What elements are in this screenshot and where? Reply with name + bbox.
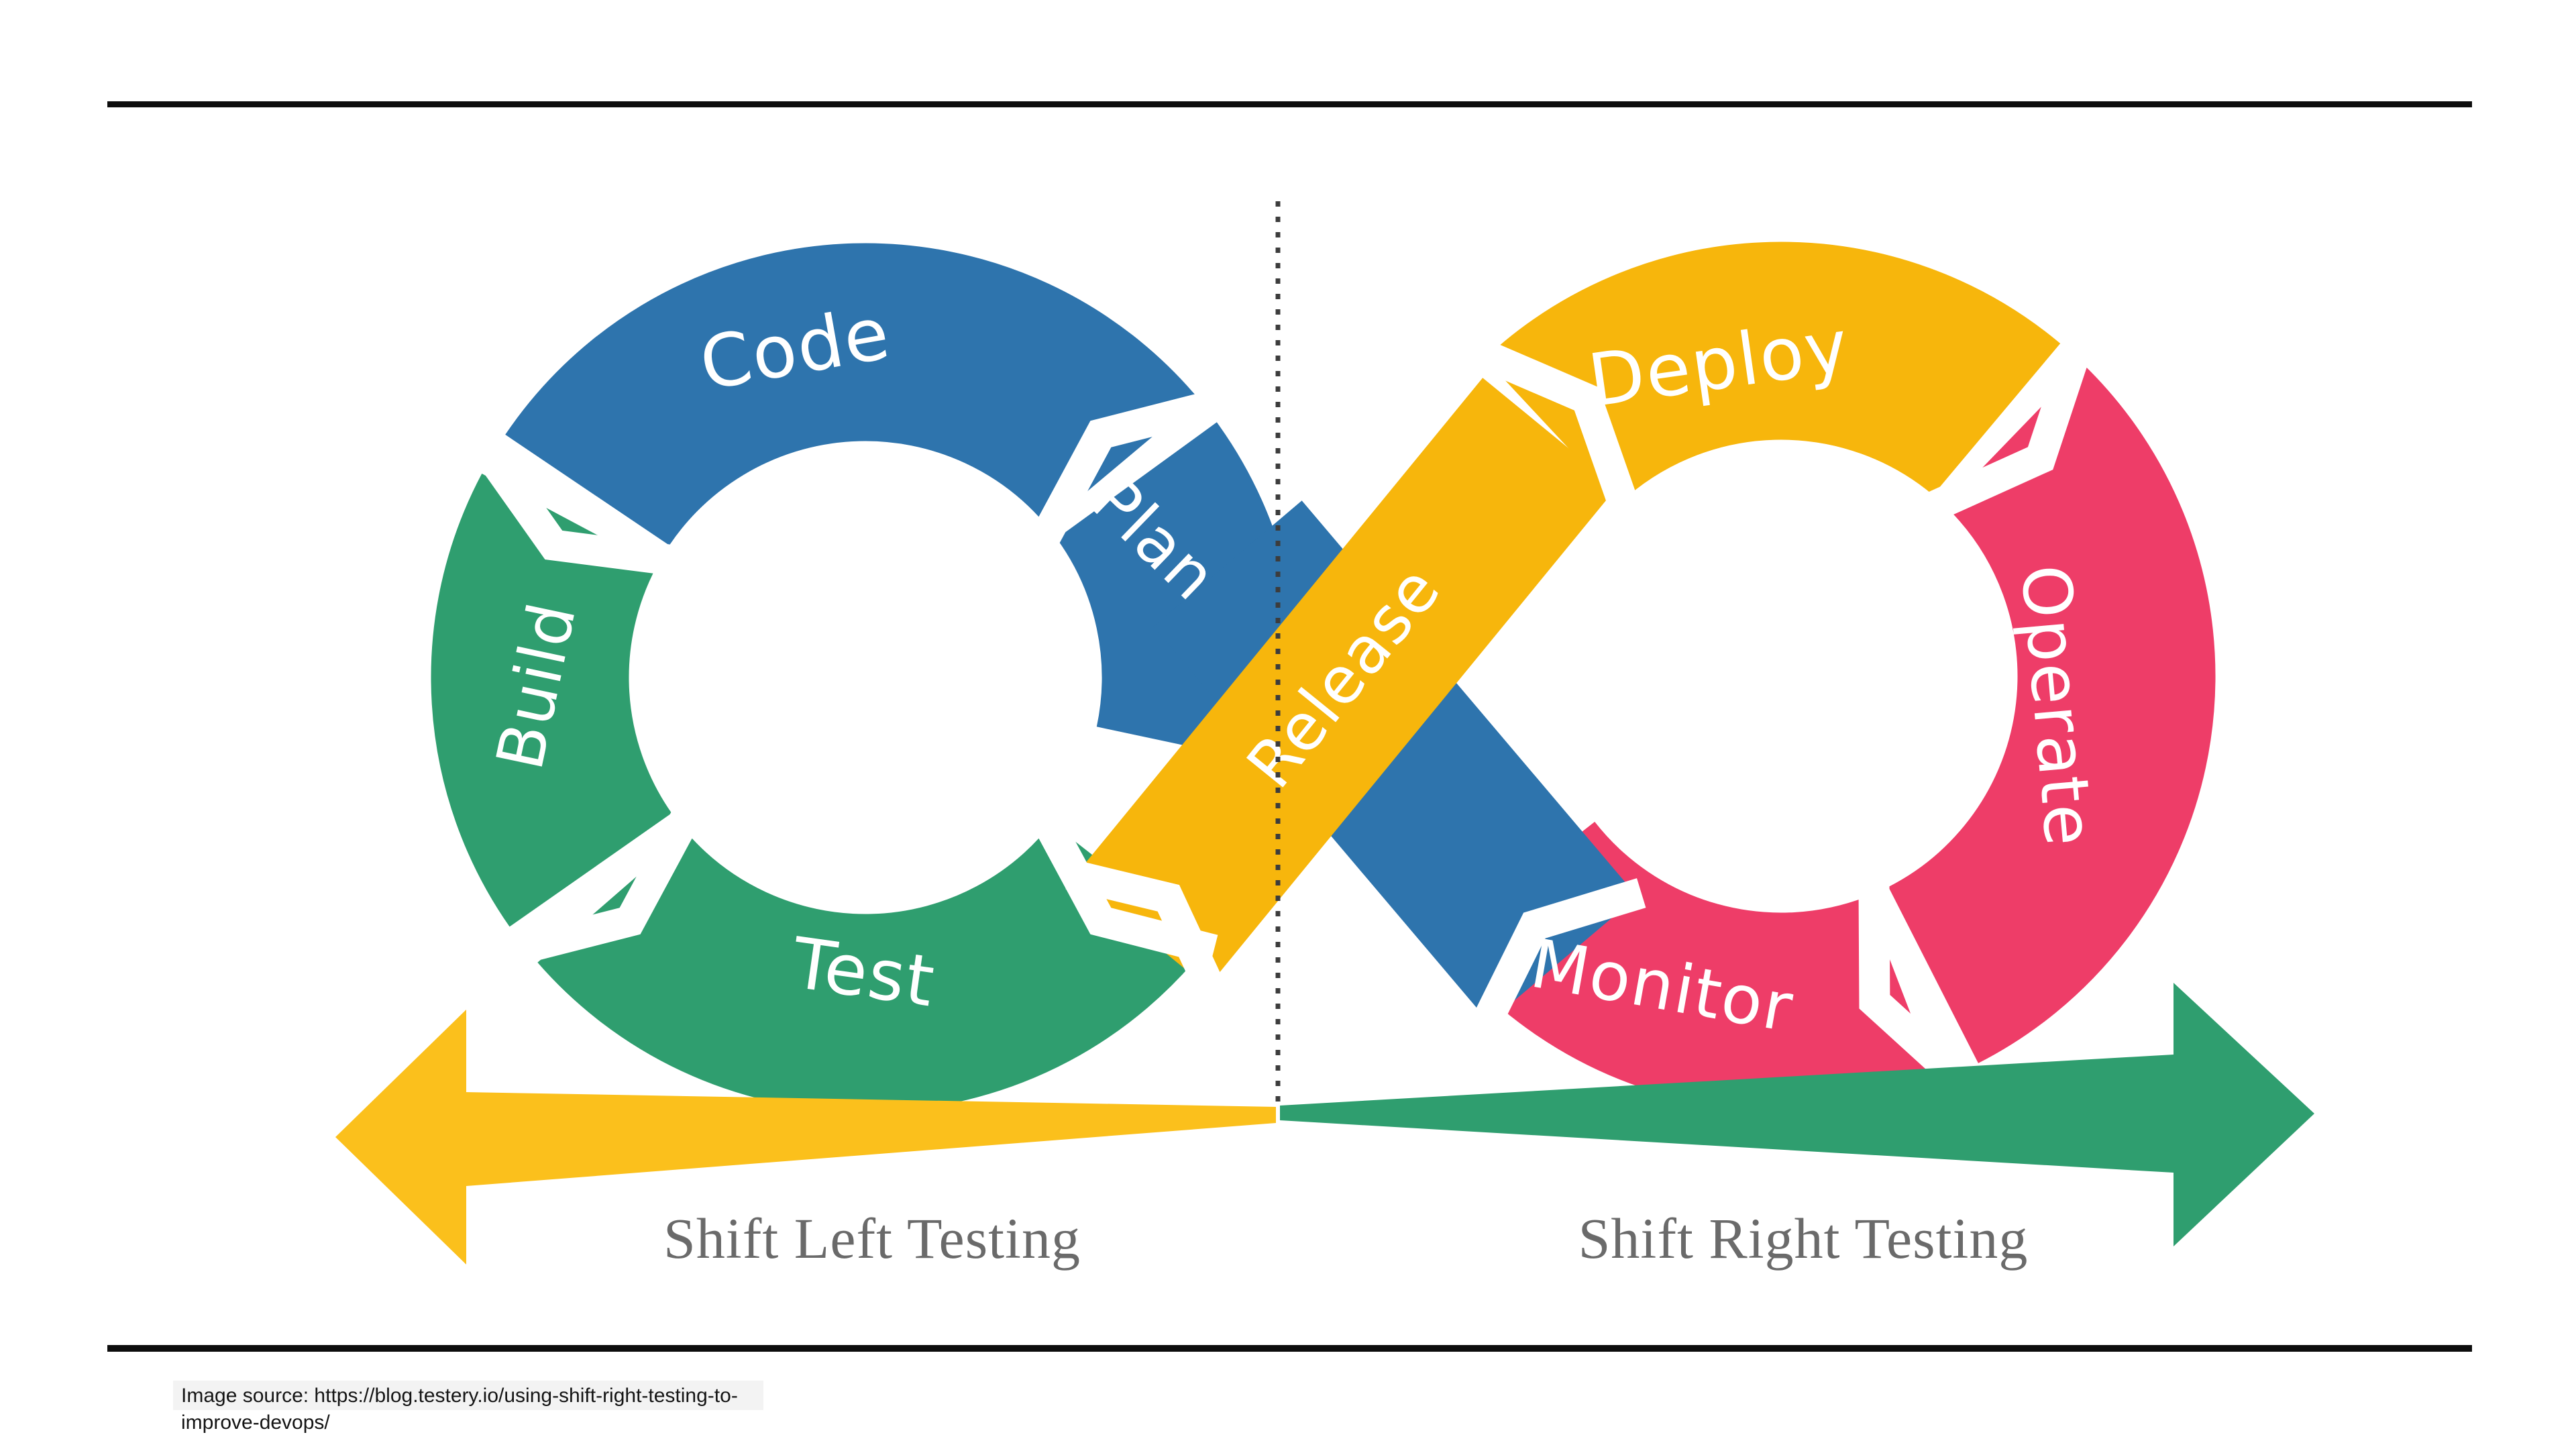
white-notch	[1858, 884, 1972, 1092]
attribution-line-1: Image source: https://blog.testery.io/us…	[173, 1381, 763, 1410]
shift-left-testing-label: Shift Left Testing	[663, 1206, 1081, 1271]
shift-left-arrow	[335, 1010, 1276, 1265]
image-source-attribution: Image source: https://blog.testery.io/us…	[173, 1381, 763, 1436]
plan-crossover-band-tail-notch	[1470, 878, 1646, 1033]
release-band	[1073, 378, 1617, 987]
label-test: Test	[787, 922, 941, 1023]
segment-operate	[1887, 364, 2216, 1063]
segment-deploy	[1485, 241, 2061, 504]
segment-code	[505, 243, 1198, 547]
release-band-tail-notch	[1065, 859, 1226, 998]
white-notch	[1473, 338, 1640, 515]
shift-right-testing-label: Shift Right Testing	[1578, 1206, 2029, 1271]
white-notch	[473, 441, 672, 576]
white-notch	[1032, 390, 1218, 545]
attribution-line-2: improve-devops/	[181, 1411, 330, 1434]
white-notch	[1927, 342, 2092, 521]
bottom-rule	[107, 1345, 2472, 1352]
white-notch	[513, 810, 699, 965]
segment-build	[431, 474, 673, 927]
shift-right-arrow	[1280, 983, 2314, 1246]
top-rule	[107, 101, 2472, 107]
segment-test	[537, 822, 1208, 1112]
